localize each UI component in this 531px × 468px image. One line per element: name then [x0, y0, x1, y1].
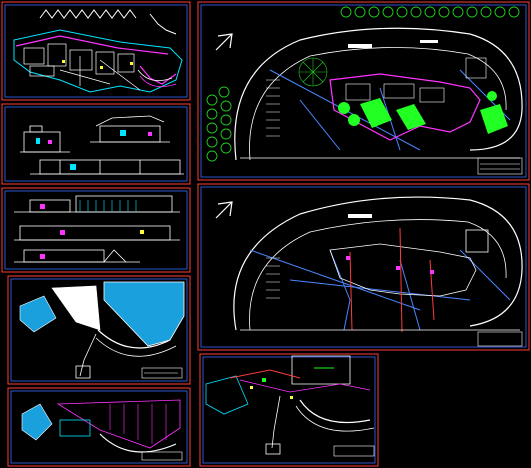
sheet-floor-plan — [1, 1, 191, 101]
sheet-partial-plan — [199, 353, 379, 467]
north-arrow-icon — [215, 33, 233, 51]
landscape-green — [338, 91, 508, 134]
site-road-outline — [234, 27, 523, 161]
north-arrow-icon — [215, 201, 233, 219]
roof-zigzag — [39, 9, 137, 19]
sheet-sections — [1, 103, 191, 185]
sheet-elevations — [1, 187, 191, 273]
sheet-roof-plan-blue — [7, 275, 191, 385]
sheet-roof-plan-magenta — [7, 387, 191, 467]
feature-tree — [298, 57, 328, 87]
sheet-site-plan-landscape — [197, 1, 530, 181]
sheet-site-plan-layout — [197, 183, 530, 351]
tree-row — [206, 6, 520, 162]
